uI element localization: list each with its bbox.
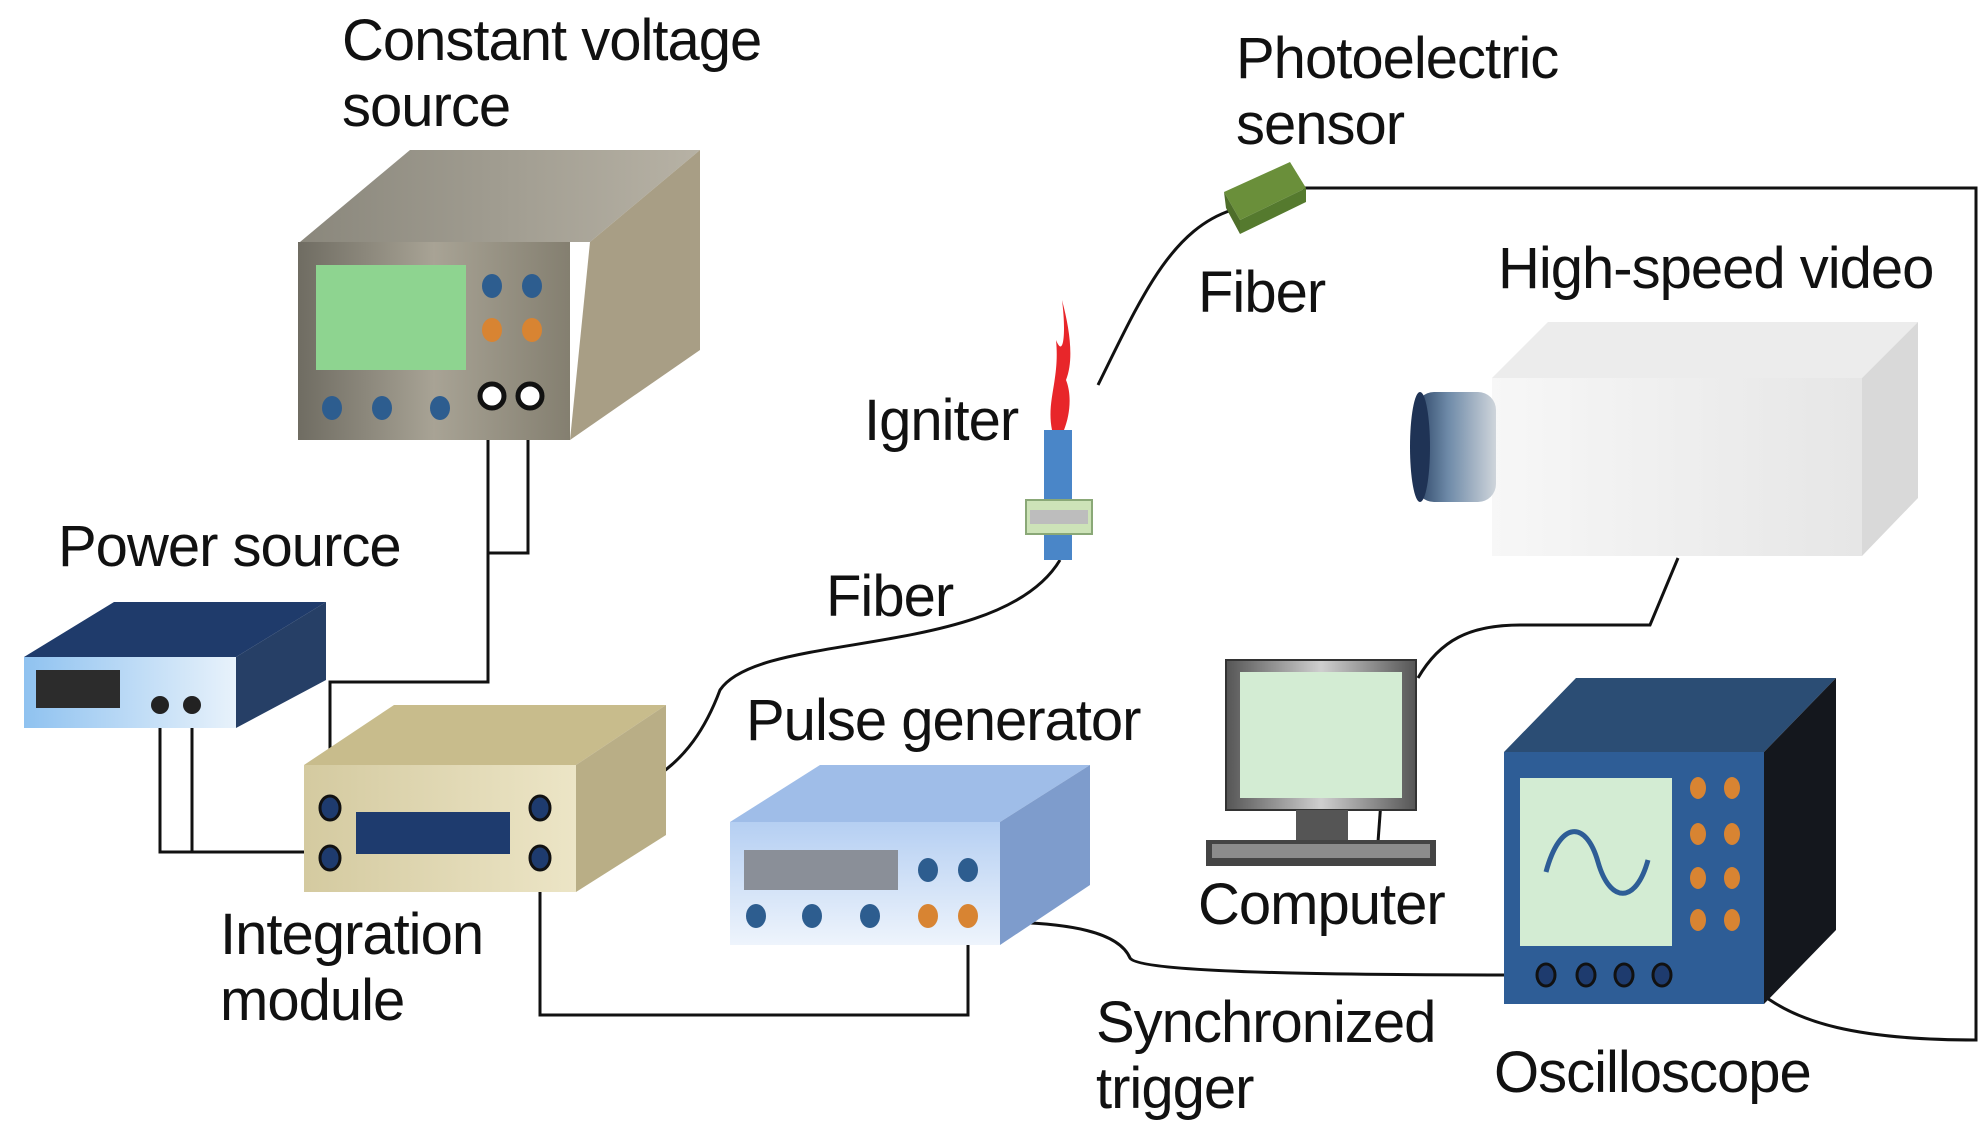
label-line: Photoelectric: [1236, 26, 1559, 91]
cvs-knobs: [322, 274, 545, 420]
power-source: [24, 602, 326, 728]
integration-module: [304, 705, 666, 892]
label-integration-module: Integration module: [220, 902, 484, 1034]
high-speed-video-camera: [1410, 322, 1918, 556]
label-computer: Computer: [1198, 872, 1446, 937]
label-pulse-generator: Pulse generator: [746, 688, 1141, 753]
camera-lens: [1416, 392, 1496, 502]
computer: [1206, 659, 1436, 866]
label-fiber-lower: Fiber: [826, 564, 954, 629]
label-power-source: Power source: [58, 514, 402, 579]
monitor-screen: [1240, 672, 1402, 798]
wire-cvs-bridge: [488, 398, 530, 555]
wire-pulse-to-oscilloscope: [967, 920, 1547, 977]
wire-camera-to-computer: [1416, 557, 1680, 679]
integration-display: [356, 812, 510, 854]
label-synchronized-trigger: Synchronized trigger: [1096, 990, 1436, 1122]
label-line: Synchronized: [1096, 990, 1436, 1055]
label-line: sensor: [1236, 92, 1405, 157]
label-photoelectric-sensor: Photoelectric sensor: [1236, 26, 1559, 158]
label-fiber-upper: Fiber: [1198, 260, 1326, 325]
label-line: Integration: [220, 902, 484, 967]
oscilloscope: [1504, 678, 1836, 1004]
wire-cvs-to-integration: [328, 398, 490, 800]
label-igniter: Igniter: [864, 388, 1019, 453]
photoelectric-sensor: [1224, 162, 1306, 234]
label-line: source: [342, 74, 511, 139]
label-line: module: [220, 968, 405, 1033]
flame-icon: [1050, 300, 1071, 430]
label-oscilloscope: Oscilloscope: [1494, 1040, 1812, 1105]
pulse-generator: [730, 765, 1090, 945]
label-high-speed-video: High-speed video: [1498, 236, 1934, 301]
wire-power-to-integration: [158, 705, 330, 854]
label-line: trigger: [1096, 1056, 1254, 1121]
cvs-screen: [316, 265, 466, 370]
sine-wave-icon: [1543, 829, 1651, 896]
label-constant-voltage-source: Constant voltage source: [342, 8, 762, 140]
constant-voltage-source: [298, 150, 700, 440]
oscilloscope-knobs: [1535, 777, 1740, 988]
igniter: [1025, 300, 1093, 560]
wire-integration-to-pulse: [538, 858, 970, 1017]
pulse-display: [744, 850, 898, 890]
label-line: Constant voltage: [342, 8, 762, 73]
power-display: [36, 670, 120, 708]
fiber-igniter-to-sensor: [1096, 208, 1233, 386]
